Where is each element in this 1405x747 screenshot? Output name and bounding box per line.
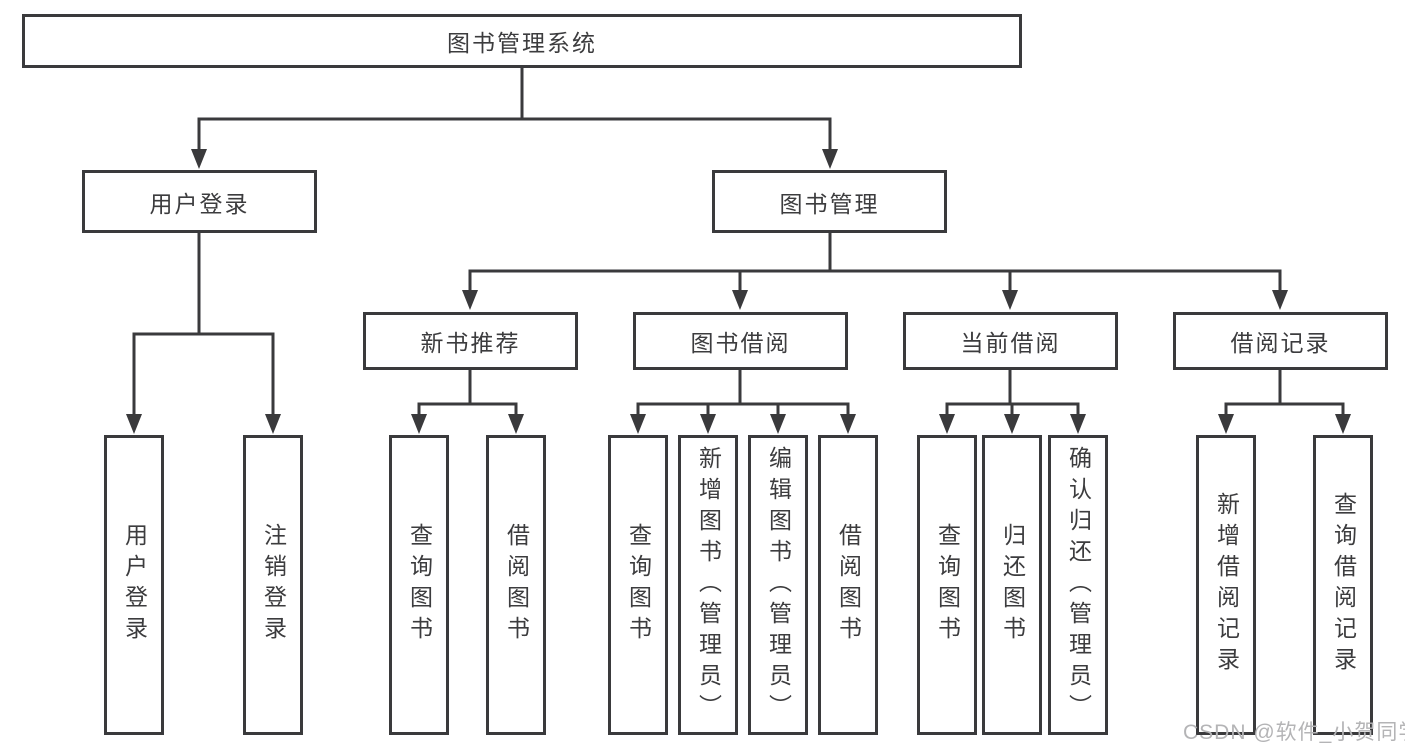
connector-path (197, 117, 832, 153)
leaf-query-books-borrowing: 查询图书 (608, 435, 668, 735)
arrow-down-icon (1272, 290, 1288, 310)
leaf-query-borrow-record: 查询借阅记录 (1313, 435, 1373, 735)
node-book-management: 图书管理 (712, 170, 947, 233)
arrow-down-icon (1218, 414, 1234, 434)
arrow-down-icon (732, 290, 748, 310)
leaf-edit-books-admin: 编辑图书（管理员） (748, 435, 808, 735)
leaf-query-books-current: 查询图书 (917, 435, 977, 735)
leaf-borrow-books-recommend: 借阅图书 (486, 435, 546, 735)
leaf-query-books-recommend: 查询图书 (389, 435, 449, 735)
arrow-down-icon (411, 414, 427, 434)
arrow-down-icon (191, 149, 207, 169)
leaf-logout: 注销登录 (243, 435, 303, 735)
leaf-user-login: 用户登录 (104, 435, 164, 735)
arrow-down-icon (462, 290, 478, 310)
connector-path (132, 332, 275, 418)
connector-path (468, 269, 1282, 294)
leaf-add-books-admin: 新增图书（管理员） (678, 435, 738, 735)
arrow-down-icon (508, 414, 524, 434)
leaf-add-borrow-record: 新增借阅记录 (1196, 435, 1256, 735)
node-current-borrowing: 当前借阅 (903, 312, 1118, 370)
arrow-down-icon (1002, 290, 1018, 310)
connector-path (945, 402, 1080, 418)
leaf-confirm-return-admin: 确认归还（管理员） (1048, 435, 1108, 735)
node-library-management-system: 图书管理系统 (22, 14, 1022, 68)
arrow-down-icon (265, 414, 281, 434)
arrow-down-icon (1335, 414, 1351, 434)
node-borrowing-records: 借阅记录 (1173, 312, 1388, 370)
connector-path (1224, 402, 1345, 418)
arrow-down-icon (770, 414, 786, 434)
node-book-borrowing: 图书借阅 (633, 312, 848, 370)
leaf-borrow-books-borrowing: 借阅图书 (818, 435, 878, 735)
arrow-down-icon (939, 414, 955, 434)
arrow-down-icon (700, 414, 716, 434)
leaf-return-books: 归还图书 (982, 435, 1042, 735)
connector-path (636, 402, 850, 418)
arrow-down-icon (840, 414, 856, 434)
node-user-login: 用户登录 (82, 170, 317, 233)
arrow-down-icon (822, 149, 838, 169)
node-new-book-recommendation: 新书推荐 (363, 312, 578, 370)
arrow-down-icon (1004, 414, 1020, 434)
connector-path (417, 402, 518, 418)
arrow-down-icon (126, 414, 142, 434)
csdn-watermark: CSDN @软件_小贺同学 (1183, 721, 1405, 744)
arrow-down-icon (1070, 414, 1086, 434)
arrow-down-icon (630, 414, 646, 434)
